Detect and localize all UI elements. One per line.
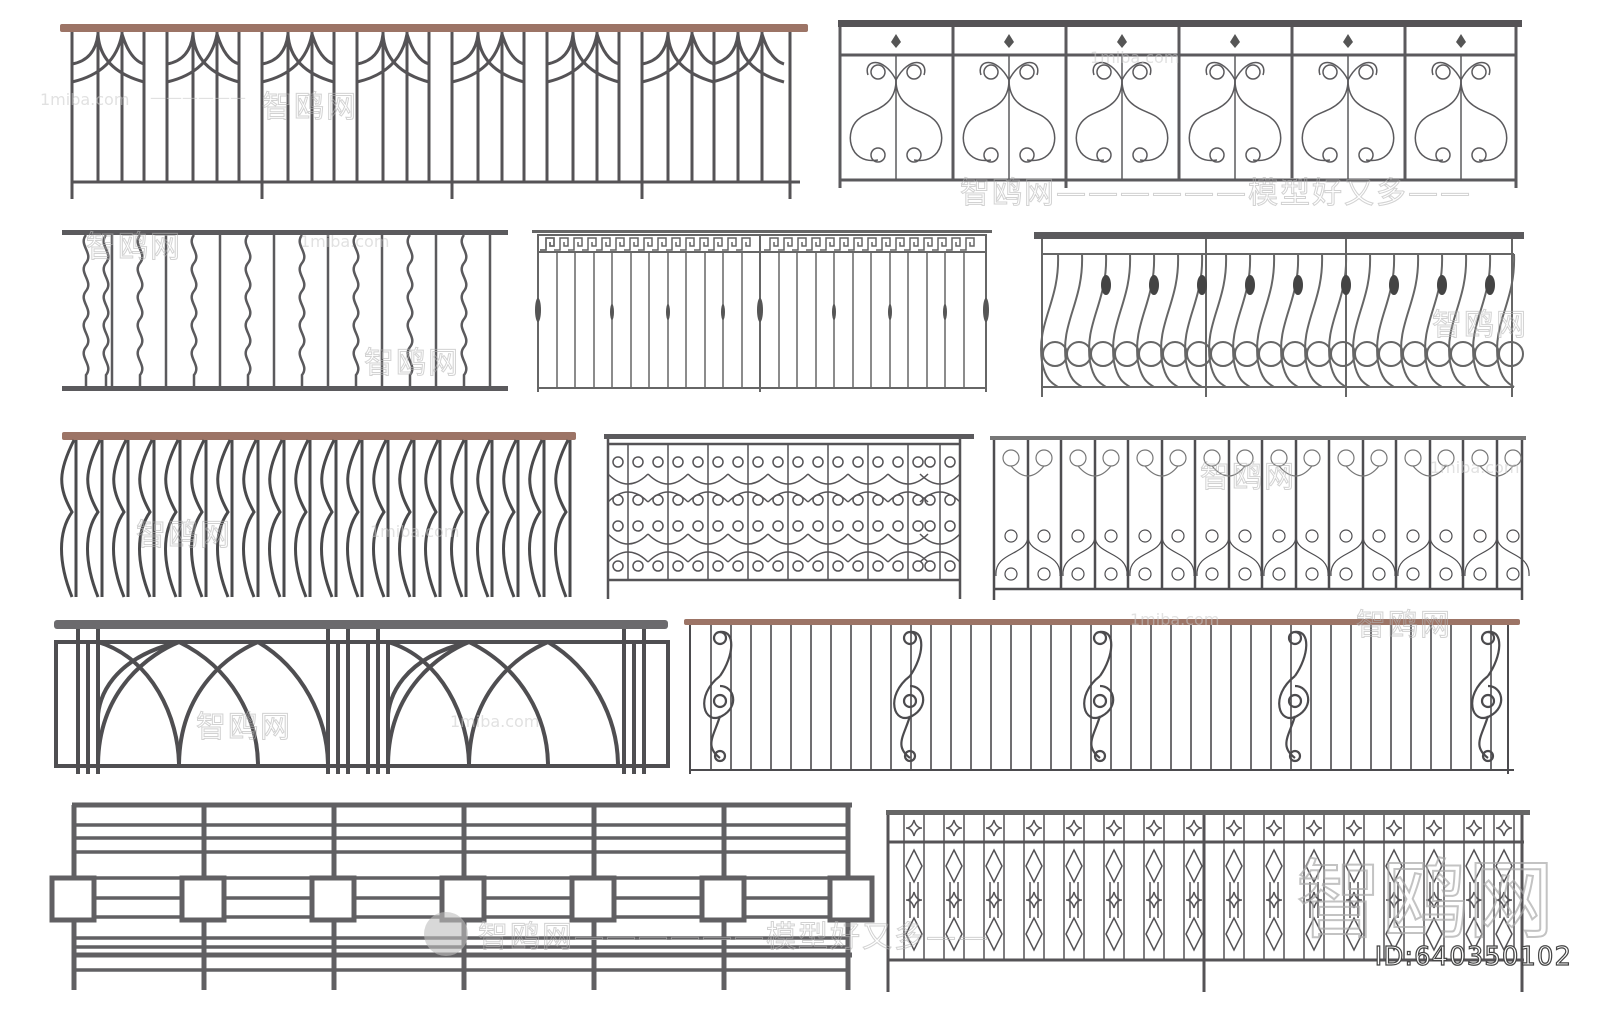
wavy-twin-bar-railing-drawing: [60, 432, 576, 599]
wavy-bar-railing: [62, 230, 508, 394]
dense-scroll-railing-drawing: [604, 434, 974, 599]
scroll-panel-railing-drawing: [990, 436, 1530, 600]
diamond-star-railing-drawing: [886, 810, 1530, 992]
diamond-star-railing: [886, 810, 1530, 994]
scroll-panel-railing: [988, 436, 1530, 602]
arched-fan-railing-drawing: [60, 24, 808, 199]
gothic-arch-railing-drawing: [54, 620, 670, 774]
scroll-finial-railing: [838, 20, 1523, 192]
gothic-arch-railing: [52, 618, 670, 776]
square-grid-railing-drawing: [49, 802, 875, 990]
dense-scroll-railing: [604, 434, 976, 600]
scroll-finial-railing-drawing: [838, 20, 1522, 188]
wavy-twin-bar-railing: [60, 432, 580, 600]
watermark-logo-icon: [424, 912, 468, 956]
wavy-bar-railing-drawing: [62, 230, 508, 391]
bellied-basket-railing: [1034, 232, 1530, 400]
s-scroll-baluster-railing: [684, 616, 1522, 776]
s-scroll-baluster-railing-drawing: [684, 619, 1520, 774]
greek-key-railing-drawing: [532, 230, 992, 392]
bellied-basket-railing-drawing: [1034, 232, 1524, 397]
image-id-label: ID:640350102: [1374, 941, 1572, 972]
greek-key-railing: [532, 230, 992, 394]
square-grid-railing: [48, 800, 878, 992]
arched-fan-railing: [60, 22, 810, 202]
